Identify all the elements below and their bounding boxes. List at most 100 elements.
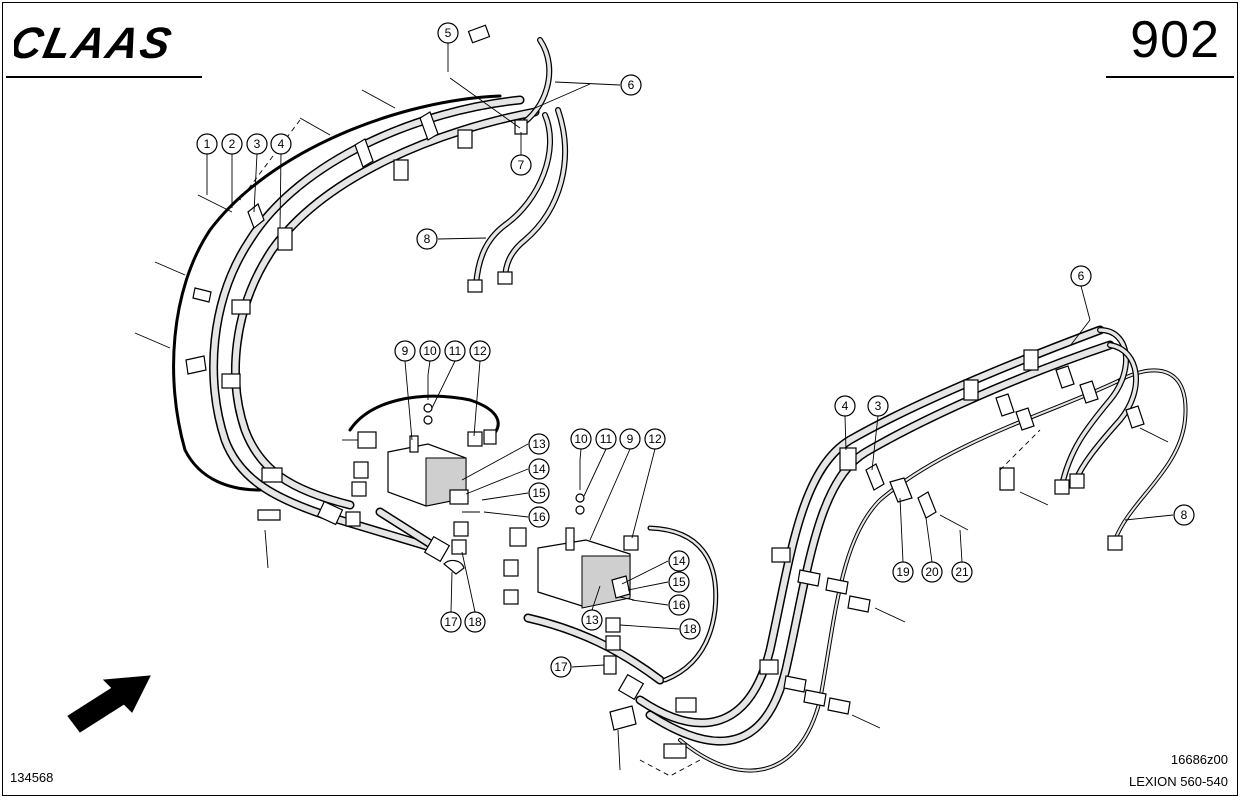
callout-right-20: 20: [921, 517, 943, 583]
svg-text:6: 6: [1078, 269, 1085, 283]
adapter: [467, 431, 483, 447]
callout-3: 3: [246, 133, 268, 213]
flange: [509, 527, 527, 547]
callout-15: 15: [481, 482, 550, 504]
callout-right-9: 9: [589, 428, 641, 541]
svg-text:13: 13: [585, 613, 599, 627]
svg-text:14: 14: [532, 462, 546, 476]
svg-text:15: 15: [672, 575, 686, 589]
adapter: [351, 481, 367, 497]
svg-text:12: 12: [648, 432, 662, 446]
callout-17: 17: [440, 571, 462, 633]
svg-text:4: 4: [278, 137, 285, 151]
bracket: [889, 477, 913, 503]
header-rule-right: [1106, 76, 1234, 78]
callout-5: 5: [437, 22, 459, 72]
hose-clamp: [231, 299, 251, 315]
hose-fitting: [423, 535, 451, 563]
bracket: [797, 569, 821, 587]
callout-right-13: 13: [581, 585, 603, 631]
svg-text:18: 18: [683, 622, 697, 636]
bracket: [803, 689, 827, 707]
hose-fitting: [467, 279, 483, 293]
arrow-up-right-icon: [67, 675, 151, 733]
bracket: [917, 491, 937, 519]
callout-12: 12: [469, 340, 491, 437]
svg-text:12: 12: [473, 344, 487, 358]
bracket: [825, 577, 849, 595]
bracket: [257, 509, 281, 521]
hose-fitting: [1054, 479, 1070, 495]
hose-clamp: [771, 547, 791, 563]
adapter: [483, 429, 497, 445]
callout-4: 4: [270, 133, 292, 229]
callout-right-21: 21: [951, 529, 973, 583]
svg-text:17: 17: [444, 615, 458, 629]
adapter: [503, 589, 519, 605]
svg-text:13: 13: [532, 437, 546, 451]
callout-right-6: 6: [1069, 265, 1092, 347]
hose-clamp: [759, 659, 779, 675]
callout-14: 14: [465, 458, 550, 495]
bracket: [185, 355, 207, 375]
adapter: [503, 559, 519, 577]
svg-text:14: 14: [672, 554, 686, 568]
svg-text:10: 10: [423, 344, 437, 358]
svg-text:8: 8: [424, 232, 431, 246]
hose-clamp: [663, 743, 687, 759]
hose-clamp: [277, 227, 293, 251]
adapter: [453, 521, 469, 537]
hose-clamp: [221, 373, 241, 389]
hose-fitting: [1107, 535, 1123, 551]
adapter: [605, 617, 621, 633]
callout-10: 10: [419, 340, 441, 376]
image-id-label: 134568: [10, 770, 54, 785]
svg-text:3: 3: [254, 137, 261, 151]
callout-13: 13: [461, 433, 550, 481]
svg-text:9: 9: [627, 432, 634, 446]
svg-text:20: 20: [925, 565, 939, 579]
hose-fitting: [1069, 473, 1085, 489]
callout-8: 8: [416, 228, 487, 250]
pump-shaft: [565, 527, 575, 551]
adapter: [451, 539, 467, 555]
svg-text:7: 7: [518, 158, 525, 172]
callout-7: 7: [510, 132, 532, 176]
hose-clamp: [261, 467, 283, 483]
svg-text:11: 11: [600, 432, 613, 446]
adapter: [603, 655, 617, 675]
left-pump-assembly: [342, 375, 527, 575]
adapter: [623, 535, 639, 551]
flange: [357, 431, 377, 449]
model-label: LEXION 560-540: [1128, 774, 1228, 789]
svg-text:16: 16: [532, 510, 546, 524]
bracket: [1055, 365, 1075, 389]
bracket: [609, 705, 637, 731]
callout-right-17: 17: [550, 656, 605, 678]
svg-text:3: 3: [875, 399, 882, 413]
bracket: [783, 675, 807, 693]
bracket: [1125, 405, 1145, 429]
pump-shaft: [409, 435, 419, 453]
callout-right-3: 3: [867, 395, 889, 471]
claas-logo: CLAAS: [14, 19, 177, 66]
flange: [449, 489, 469, 505]
callout-2: 2: [221, 133, 243, 208]
svg-text:5: 5: [445, 26, 452, 40]
svg-text:15: 15: [532, 486, 546, 500]
callout-9: 9: [394, 340, 416, 441]
hose-clamp: [393, 159, 409, 181]
page-number: 902: [1130, 11, 1220, 69]
callout-16: 16: [483, 506, 550, 528]
callout-right-15: 15: [627, 571, 690, 593]
svg-text:19: 19: [896, 565, 910, 579]
bracket: [354, 138, 374, 168]
header-rule-left: [6, 76, 202, 78]
svg-text:21: 21: [955, 565, 969, 579]
callout-right-4: 4: [834, 395, 856, 451]
callout-right-14: 14: [621, 550, 690, 585]
svg-text:11: 11: [449, 344, 462, 358]
svg-text:6: 6: [628, 78, 635, 92]
